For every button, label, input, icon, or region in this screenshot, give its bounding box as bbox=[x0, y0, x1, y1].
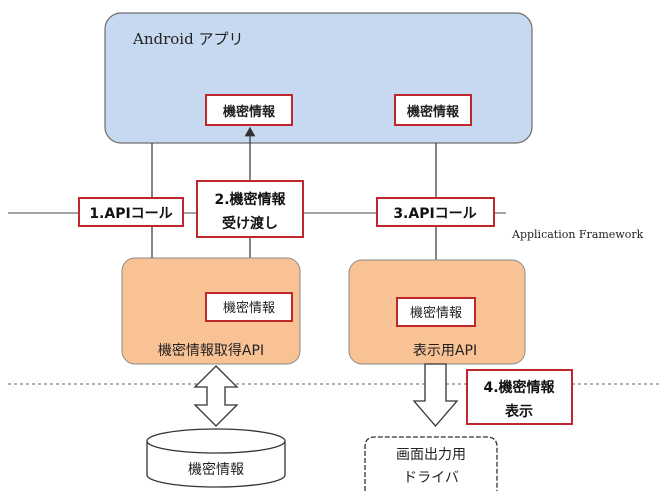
secret-storage-cylinder bbox=[146, 428, 286, 488]
app-secret-label-box-right bbox=[394, 94, 472, 126]
step2-label-line2: 受け渡し bbox=[222, 215, 278, 232]
display-api-title: 表示用API bbox=[413, 343, 477, 359]
storage-access-arrow bbox=[193, 365, 239, 427]
api-display-secret-label: 機密情報 bbox=[410, 305, 462, 321]
api-get-secret-label-box bbox=[205, 292, 293, 322]
app-secret-label-right: 機密情報 bbox=[407, 104, 460, 120]
step4-label-line1: 4.機密情報 bbox=[483, 379, 555, 396]
step4-label-line2: 表示 bbox=[504, 403, 533, 420]
app-secret-label-left: 機密情報 bbox=[223, 104, 276, 120]
step3-box bbox=[376, 197, 495, 227]
screen-driver-line2: ドライバ bbox=[403, 470, 459, 486]
android-app-title: Android アプリ bbox=[132, 30, 243, 48]
api-display-secret-label-box bbox=[396, 297, 476, 327]
step2-label-line1: 2.機密情報 bbox=[214, 191, 286, 208]
app-secret-label-box-left bbox=[205, 94, 293, 126]
display-output-arrow bbox=[412, 363, 459, 427]
step3-label: 3.APIコール bbox=[393, 206, 476, 222]
api-get-secret-label: 機密情報 bbox=[223, 300, 275, 316]
step1-box bbox=[78, 197, 184, 227]
screen-driver-box bbox=[364, 436, 498, 491]
secret-get-api-title: 機密情報取得API bbox=[158, 342, 264, 359]
step2-box bbox=[196, 180, 304, 238]
screen-driver-line1: 画面出力用 bbox=[396, 447, 466, 463]
step1-label: 1.APIコール bbox=[89, 206, 172, 222]
storage-label: 機密情報 bbox=[188, 461, 244, 478]
step4-box bbox=[466, 369, 573, 425]
framework-label: Application Framework bbox=[511, 228, 644, 241]
